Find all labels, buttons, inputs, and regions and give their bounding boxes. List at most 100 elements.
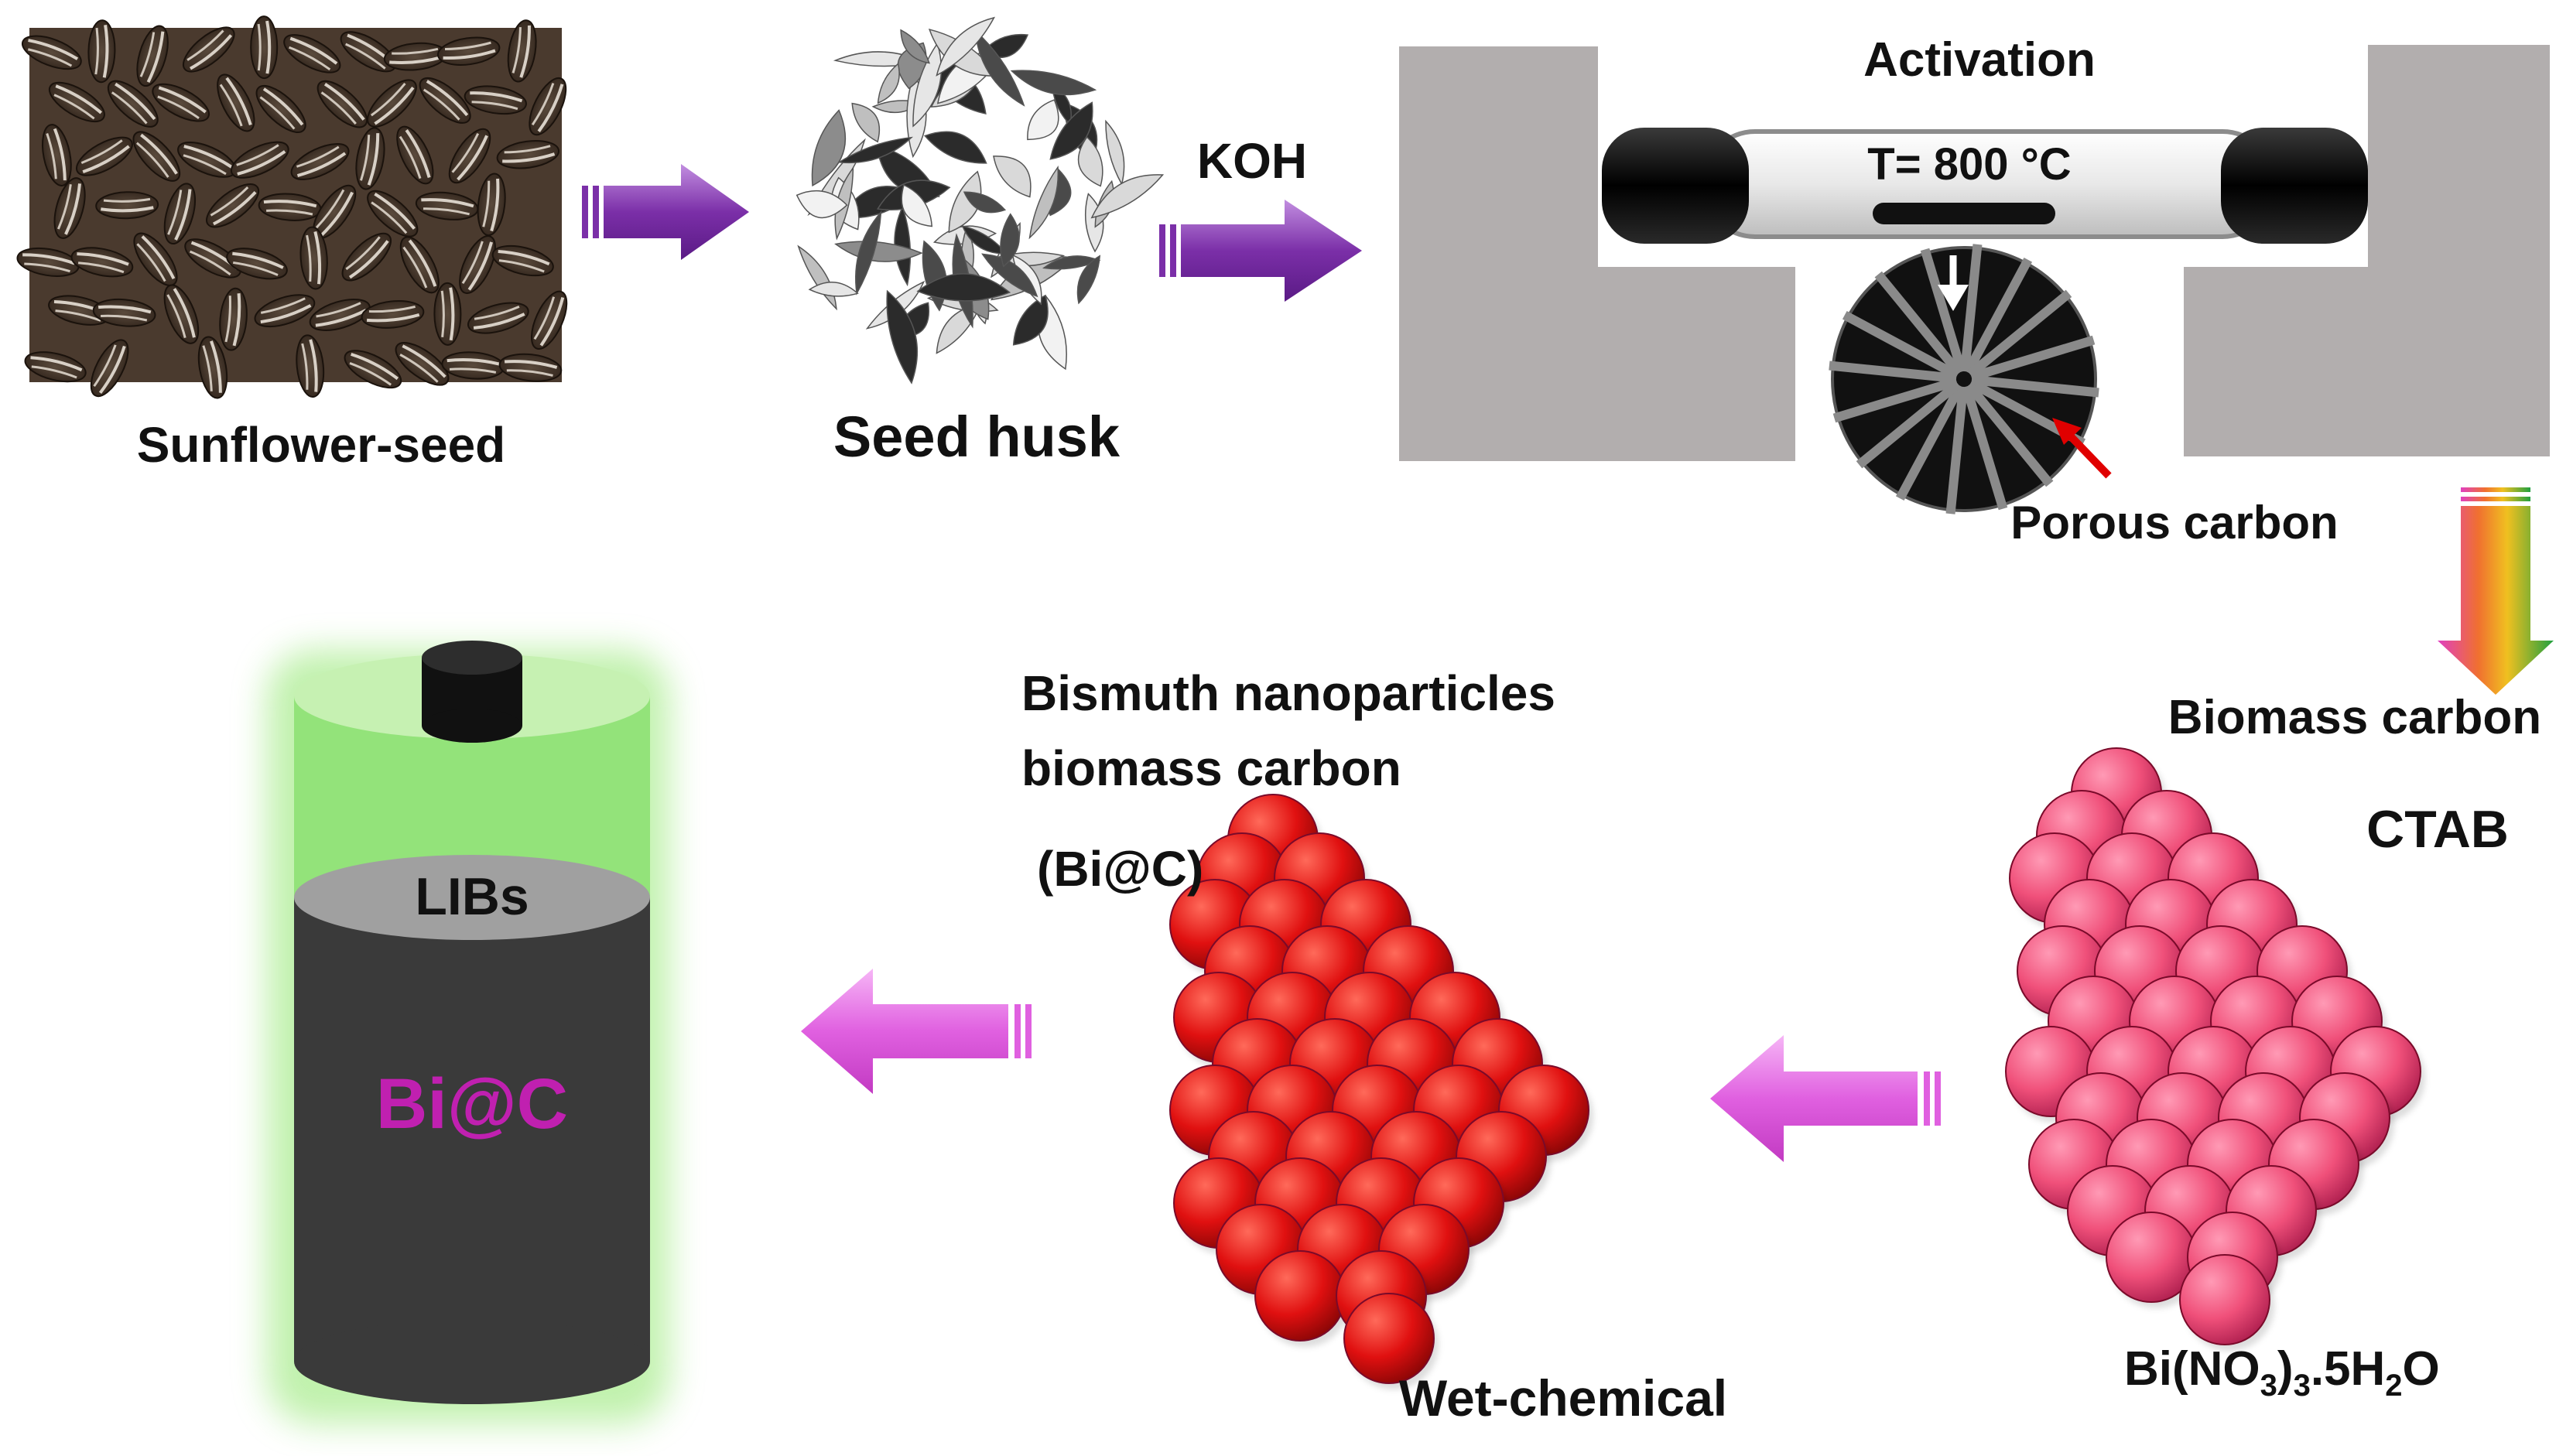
sunflower-seed <box>498 353 563 382</box>
husk-piece <box>961 225 1008 255</box>
sunflower-seed <box>309 299 371 331</box>
husk-piece <box>808 281 859 297</box>
sunflower-seed <box>367 190 419 238</box>
tube-furnace <box>1399 45 2550 461</box>
sunflower-seed <box>531 290 568 350</box>
husk-piece <box>797 244 837 311</box>
sunflower-seed <box>21 35 82 70</box>
sunflower-seed <box>92 298 156 327</box>
pore-channel <box>1965 381 2054 487</box>
sunflower-seed <box>163 183 197 244</box>
pore-channel <box>1874 271 1963 377</box>
arrow-biomass-to-bic <box>1710 1035 1941 1162</box>
activation-label: Activation <box>1863 33 2096 87</box>
precursor-formula: Bi(NO3)3.5H2O <box>2124 1342 2440 1403</box>
product-short-label: (Bi@C) <box>1037 841 1203 897</box>
sunflower-seed <box>226 248 288 280</box>
sunflower-seed <box>217 73 255 132</box>
sunflower-seed <box>299 226 328 290</box>
battery-body-label: Bi@C <box>376 1065 568 1143</box>
sunflower-seed <box>290 143 350 180</box>
sunflower-seed <box>87 19 116 84</box>
sunflower-seed <box>467 302 529 334</box>
precursor-part-4: O <box>2403 1342 2440 1396</box>
precursor-sub-3: 2 <box>2385 1369 2402 1403</box>
sample-boat <box>1873 203 2055 224</box>
sunflower-seed <box>90 339 129 398</box>
sunflower-seed <box>341 232 392 282</box>
precursor-part-3: .5H <box>2311 1342 2385 1396</box>
sunflower-seed <box>95 191 159 220</box>
sunflower-seed <box>396 125 434 185</box>
sunflower-seed <box>48 81 105 123</box>
precursor-part-1: Bi(NO <box>2124 1342 2260 1396</box>
sunflower-seed <box>296 334 325 398</box>
sunflower-seed <box>507 19 537 83</box>
pore-channel <box>1962 385 2008 511</box>
sunflower-seed-image <box>16 15 568 399</box>
sunflower-seed <box>24 351 87 383</box>
product-label-line2: biomass carbon <box>1021 740 1401 796</box>
sunflower-seed <box>53 177 86 239</box>
husk-piece <box>916 273 1011 302</box>
sunflower-seed <box>496 140 560 169</box>
seed-husk-label: Seed husk <box>833 405 1121 469</box>
sunflower-seed <box>258 193 322 221</box>
pore-channel <box>1856 380 1962 469</box>
husk-piece <box>1049 101 1093 160</box>
sunflower-seed <box>448 128 491 184</box>
husk-piece <box>900 29 930 64</box>
arrow-seeds-to-husk <box>582 164 749 260</box>
battery-body <box>294 897 650 1362</box>
sunflower-seed <box>163 284 200 344</box>
pore-channel <box>1920 248 1966 374</box>
red-pointer-arrow <box>2052 418 2112 479</box>
husk-piece <box>1000 213 1020 268</box>
sunflower-seeds <box>16 15 568 399</box>
pore-channel <box>1963 257 2033 375</box>
sunflower-seed <box>152 83 210 122</box>
pore-channel <box>1960 244 1983 372</box>
sunflower-seed <box>361 300 425 329</box>
furnace-right-block <box>2184 45 2550 456</box>
sunflower-seed <box>344 350 402 389</box>
sunflower-seed <box>437 36 501 66</box>
sunflower-seed <box>383 42 447 71</box>
pore-channel <box>1971 375 2099 398</box>
sunflower-seed <box>219 287 248 351</box>
arrow-husk-to-furnace <box>1159 200 1362 302</box>
porous-carbon-label: Porous carbon <box>2010 497 2338 549</box>
sunflower-seed <box>367 79 417 128</box>
seed-husk-pieces <box>796 16 1165 385</box>
precursor-sub-2: 3 <box>2294 1369 2311 1403</box>
husk-piece <box>1090 174 1165 219</box>
sunflower-seed <box>133 232 178 286</box>
husk-piece <box>796 190 848 219</box>
sunflower-seed <box>183 26 235 73</box>
sunflower-seed <box>459 235 496 294</box>
husk-piece <box>993 156 1032 198</box>
sunflower-seed <box>395 342 450 386</box>
red-sphere <box>1343 1293 1435 1384</box>
sunflower-seed <box>206 183 260 228</box>
pore-channel <box>1842 310 1960 380</box>
husk-piece <box>1105 119 1125 186</box>
husk-piece <box>855 210 882 296</box>
battery-top-label: LIBs <box>415 867 529 926</box>
sunflower-seed <box>136 25 169 87</box>
arrow-furnace-to-biomass <box>2438 487 2554 695</box>
sunflower-seed <box>316 80 368 128</box>
tube-cap-right <box>2221 128 2368 244</box>
pore-channel <box>1945 386 1968 514</box>
sunflower-seed <box>132 131 181 182</box>
white-arrow-down <box>1938 255 1969 311</box>
sunflower-seed <box>107 80 159 128</box>
sunflower-seed <box>419 77 471 124</box>
pore-channel <box>1829 361 1957 383</box>
battery <box>267 641 669 1424</box>
wet-chemical-label: Wet-chemical <box>1399 1369 1727 1427</box>
precursor-part-2: ) <box>2277 1342 2294 1396</box>
product-label-line1: Bismuth nanoparticles <box>1021 665 1555 721</box>
sunflower-seed-label: Sunflower-seed <box>137 417 506 473</box>
